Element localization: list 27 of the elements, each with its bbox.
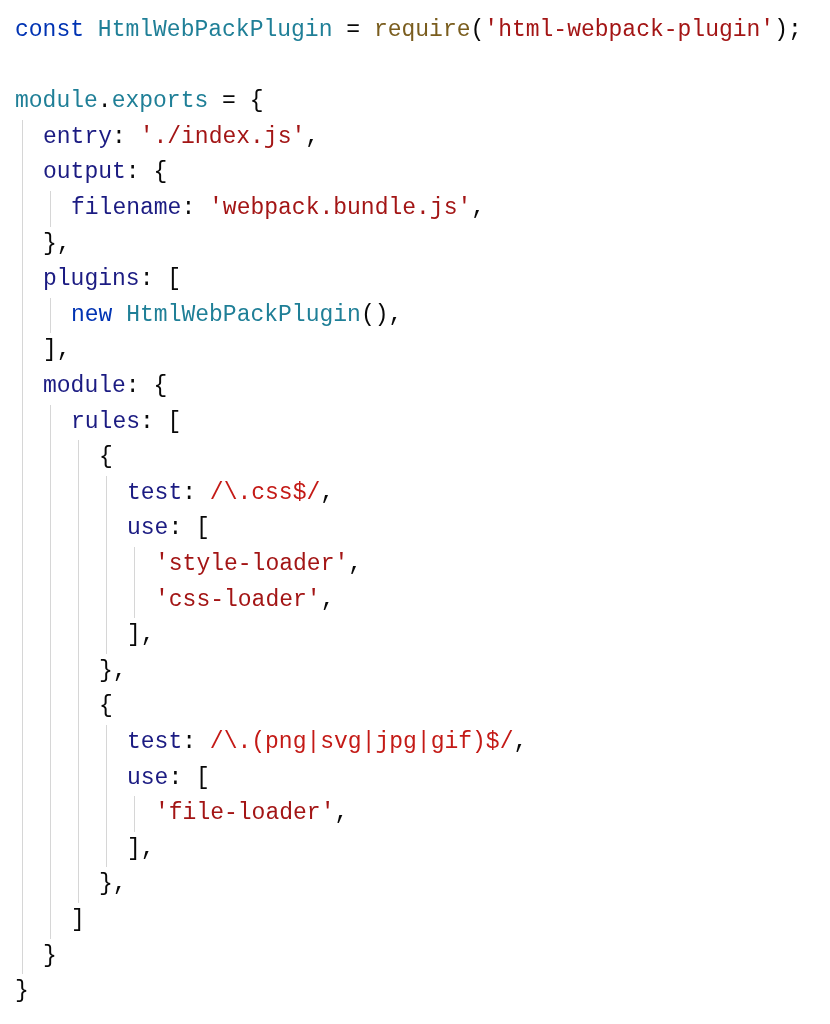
code-line: test: /\.(png|svg|jpg|gif)$/, (127, 728, 528, 757)
code-line: filename: 'webpack.bundle.js', (71, 194, 486, 223)
code-line: }, (43, 229, 71, 259)
code-line: ], (43, 336, 71, 366)
code-line: } (15, 977, 29, 1007)
code-line: { (99, 443, 113, 473)
code-line: output: { (43, 158, 168, 188)
code-line: { (99, 692, 113, 722)
code-line: use: [ (127, 763, 210, 793)
code-line: test: /\.css$/, (127, 478, 335, 508)
code-line: }, (99, 870, 127, 900)
code-line: ], (127, 834, 155, 864)
code-line: 'css-loader', (155, 585, 335, 615)
code-line: module: { (43, 372, 168, 401)
code-line: rules: [ (71, 407, 182, 437)
code-line: 'style-loader', (155, 550, 363, 579)
code-line: 'file-loader', (155, 799, 349, 829)
code-line: } (43, 941, 57, 971)
code-line: plugins: [ (43, 265, 182, 295)
code-line: }, (99, 656, 127, 686)
code-line: const HtmlWebPackPlugin = require('html-webpack-plugin'); (15, 16, 802, 45)
code-line: module.exports = { (15, 87, 264, 117)
code-line: new HtmlWebPackPlugin(), (71, 300, 403, 330)
code-line: ], (127, 621, 155, 651)
code-line: entry: './index.js', (43, 122, 320, 152)
code-line: ] (71, 906, 85, 935)
code-line: use: [ (127, 514, 210, 544)
